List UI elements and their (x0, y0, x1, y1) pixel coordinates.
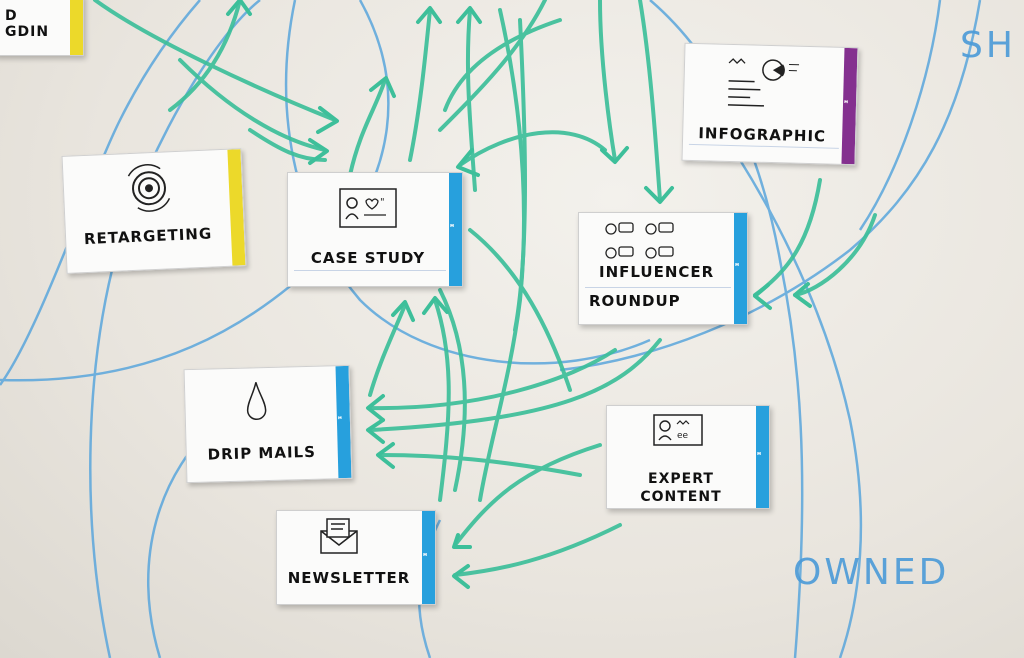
svg-text:": " (380, 197, 385, 208)
card-brand-mark: ᴍ (337, 415, 343, 422)
owned-label: OWNED (793, 552, 950, 593)
card-case-study[interactable]: ᴍ " CASE STUDY (287, 172, 463, 287)
card-influencer-label-2: ROUNDUP (589, 292, 681, 310)
expert-icon: ee (653, 414, 703, 446)
card-drip-mails[interactable]: ᴍ DRIP MAILS (183, 364, 353, 484)
card-partial-label-2: GDIN (5, 24, 50, 40)
card-partial-top-left[interactable]: D GDIN (0, 0, 84, 56)
target-icon (127, 164, 171, 212)
card-influencer-roundup[interactable]: ᴍ INFLUENCER ROUNDUP (578, 212, 748, 325)
card-brand-mark: ᴍ (450, 222, 455, 229)
card-newsletter-label: NEWSLETTER (287, 569, 411, 587)
card-infographic-label: INFOGRAPHIC (698, 124, 827, 146)
drop-icon (246, 382, 267, 421)
card-expert-content-label: EXPERT CONTENT (640, 471, 722, 505)
case-study-icon: " (339, 188, 397, 228)
infographic-icon (727, 58, 800, 107)
card-rule (294, 270, 446, 271)
card-retargeting-label: RETARGETING (83, 224, 213, 249)
card-brand-mark: ᴍ (757, 450, 762, 457)
card-newsletter[interactable]: ᴍ NEWSLETTER (276, 510, 436, 605)
card-drip-mails-label: DRIP MAILS (207, 442, 317, 464)
envelope-icon (320, 518, 358, 554)
top-right-partial-label: SH (960, 25, 1016, 66)
card-expert-content[interactable]: ᴍ ee EXPERT CONTENT (606, 405, 770, 509)
card-brand-mark: ᴍ (735, 261, 740, 268)
card-retargeting[interactable]: RETARGETING (61, 148, 247, 274)
svg-text:ee: ee (677, 431, 689, 441)
card-brand-mark: ᴍ (844, 98, 849, 106)
card-brand-mark: ᴍ (423, 551, 428, 558)
influencers-icon (605, 222, 674, 259)
card-influencer-label-1: INFLUENCER (599, 263, 715, 281)
card-partial-label-1: D (5, 8, 18, 24)
card-case-study-label: CASE STUDY (310, 249, 426, 267)
card-infographic[interactable]: ᴍ INFOGRAPHIC (681, 42, 859, 166)
card-rule (585, 287, 731, 288)
